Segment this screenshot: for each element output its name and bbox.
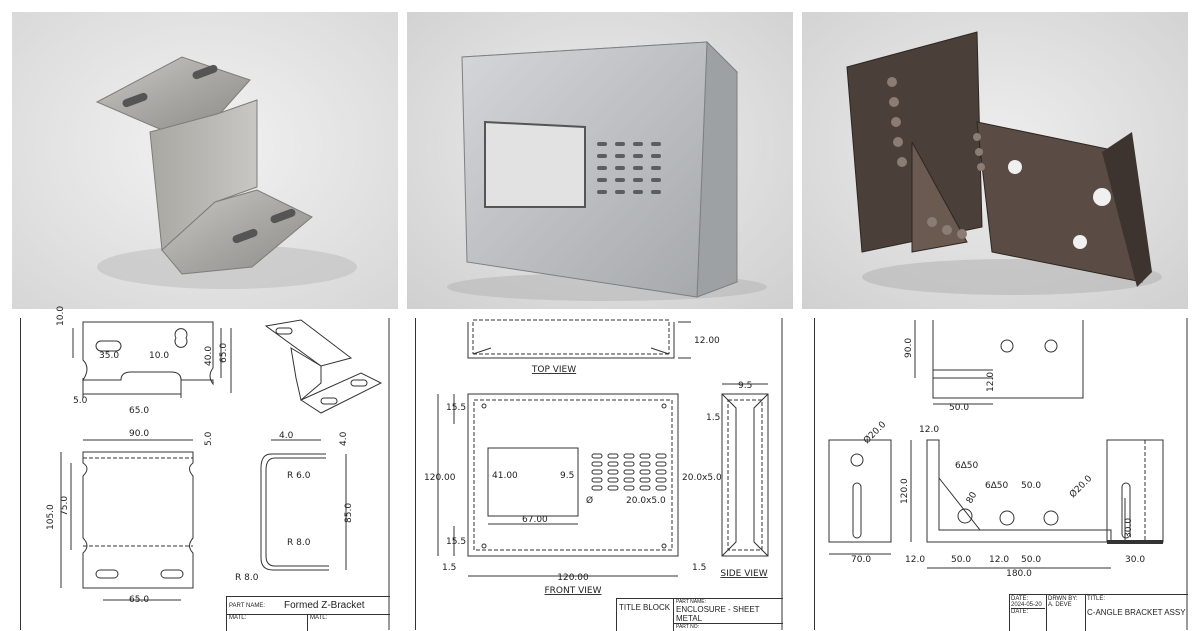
dim-15-5-b: 15.5 [446, 537, 466, 547]
dim-65-0-a: 65.0 [219, 343, 229, 363]
dim-85-0: 85.0 [344, 503, 354, 523]
title-block-label: TITLE BLOCK [617, 599, 674, 631]
dim-10-0-b: 10.0 [149, 351, 169, 361]
dim-90-0: 90.0 [129, 429, 149, 439]
part-name-value: ENCLOSURE - SHEET METAL [674, 605, 783, 624]
title-block-enclosure: TITLE BLOCK PART NAME: ENCLOSURE - SHEET… [616, 598, 783, 631]
dim-12-0-d: 12.0 [989, 555, 1009, 565]
matl-label-2: MATL: [310, 615, 328, 621]
matl-label-1: MATL: [227, 615, 308, 631]
dim-50-0-d: 50.0 [1021, 555, 1041, 565]
dim-50-0-c: 50.0 [951, 555, 971, 565]
part-no-label: PART NO: [676, 624, 700, 630]
dim-30-0-a: 30.0 [1124, 518, 1134, 538]
drawing-enclosure: 12.00 TOP VIEW 15.5 15.5 120.00 41.00 9.… [415, 318, 786, 631]
dim-105-0: 105.0 [46, 504, 56, 530]
dim-41-00: 41.00 [492, 471, 518, 481]
dim-5-0-b: 5.0 [204, 431, 214, 446]
dim-9-5-side: 9.5 [738, 381, 752, 391]
label-front-view: FRONT VIEW [544, 586, 601, 596]
dim-1-5-side: 1.5 [706, 413, 720, 423]
dim-6x50-a: 6∆50 [955, 461, 978, 471]
dim-50-0-b: 50.0 [1021, 481, 1041, 491]
dim-r6-0: R 6.0 [287, 471, 311, 481]
dim-15-5-a: 15.5 [446, 403, 466, 413]
dim-30-0-b: 30.0 [1125, 555, 1145, 565]
date-value: 2024-05-20 [1011, 602, 1045, 609]
dim-diameter: Ø [586, 495, 593, 506]
dim-120-00-w: 120.00 [557, 573, 589, 583]
drawing-z-bracket: 10.0 35.0 10.0 40.0 65.0 5.0 65.0 90.0 5… [20, 306, 391, 631]
dim-50-0-a: 50.0 [949, 403, 969, 413]
dim-12-0-a: 12.0 [986, 372, 996, 392]
z-bracket-drawing: 10.0 35.0 10.0 40.0 65.0 5.0 65.0 90.0 5… [46, 306, 390, 630]
title-label: TITLE: [1087, 596, 1106, 602]
drawn-by-label: DRWN BY: [1048, 596, 1078, 602]
dim-65-0-b: 65.0 [129, 406, 149, 416]
dim-65-0-c: 65.0 [129, 595, 149, 605]
dim-dia-20-b: Ø20.0 [1067, 473, 1094, 500]
dim-70-0: 70.0 [851, 555, 871, 565]
photo-z-bracket [12, 12, 398, 309]
title-block-c-angle: DATE: 2024-05-20 DATE: DRWN BY: A. DEVE … [1009, 594, 1188, 631]
dim-20x5-b: 20.0x5.0 [626, 496, 666, 506]
dim-40-0: 40.0 [204, 346, 214, 366]
date-label: DATE: [1011, 596, 1029, 602]
dim-dia-20-a: Ø20.0 [861, 419, 888, 446]
dim-180-0: 180.0 [1006, 569, 1032, 579]
dim-120-0: 120.0 [900, 478, 910, 504]
dim-12-0-c: 12.0 [905, 555, 925, 565]
dim-35-0: 35.0 [99, 351, 119, 361]
dim-90-0: 90.0 [904, 338, 914, 358]
part-name-label: PART NAME: [229, 602, 266, 609]
dim-12-00: 12.00 [694, 336, 720, 346]
dim-5-0: 5.0 [73, 396, 88, 406]
label-top-view: TOP VIEW [531, 365, 576, 375]
dim-r8-0-b: R 8.0 [235, 573, 259, 583]
dim-9-5: 9.5 [560, 471, 574, 481]
enclosure-drawing: 12.00 TOP VIEW 15.5 15.5 120.00 41.00 9.… [424, 318, 783, 630]
part-name-value: Formed Z-Bracket [284, 600, 365, 611]
dim-4-0-a: 4.0 [279, 431, 294, 441]
dim-1-5-b: 1.5 [692, 563, 706, 573]
dim-10-0: 10.0 [56, 306, 66, 326]
z-bracket-photo-image [12, 12, 398, 309]
part-name-label: PART NAME: [676, 599, 707, 605]
title-block-z-bracket: PART NAME: Formed Z-Bracket MATL: MATL: [226, 596, 390, 631]
dim-20x5-a: 20.0x5.0 [682, 473, 722, 483]
dim-67-00: 67.00 [522, 515, 548, 525]
c-angle-drawing: 90.0 50.0 12.0 Ø20.0 70.0 12.0 120.0 6∆5… [828, 318, 1188, 630]
title-value: C-ANGLE BRACKET ASSY [1087, 608, 1186, 617]
dim-120-00-h: 120.00 [424, 473, 456, 483]
label-side-view: SIDE VIEW [720, 569, 767, 579]
dim-1-5-a: 1.5 [442, 563, 456, 573]
enclosure-photo-image [407, 12, 793, 309]
dim-75-0: 75.0 [60, 496, 70, 516]
c-angle-photo-image [802, 12, 1188, 309]
dim-6x50-b: 6∆50 [985, 481, 1008, 491]
dim-r8-0-a: R 8.0 [287, 538, 311, 548]
dim-12-0-b: 12.0 [919, 425, 939, 435]
drawing-c-angle: 90.0 50.0 12.0 Ø20.0 70.0 12.0 120.0 6∆5… [814, 318, 1189, 631]
dim-4-0-b: 4.0 [339, 431, 349, 446]
drawn-by-value: A. DEVE [1048, 602, 1072, 608]
dim-80: 80 [965, 490, 980, 505]
date-label-2: DATE: [1011, 609, 1029, 615]
photo-enclosure [407, 12, 793, 309]
photo-c-angle-bracket [802, 12, 1188, 309]
